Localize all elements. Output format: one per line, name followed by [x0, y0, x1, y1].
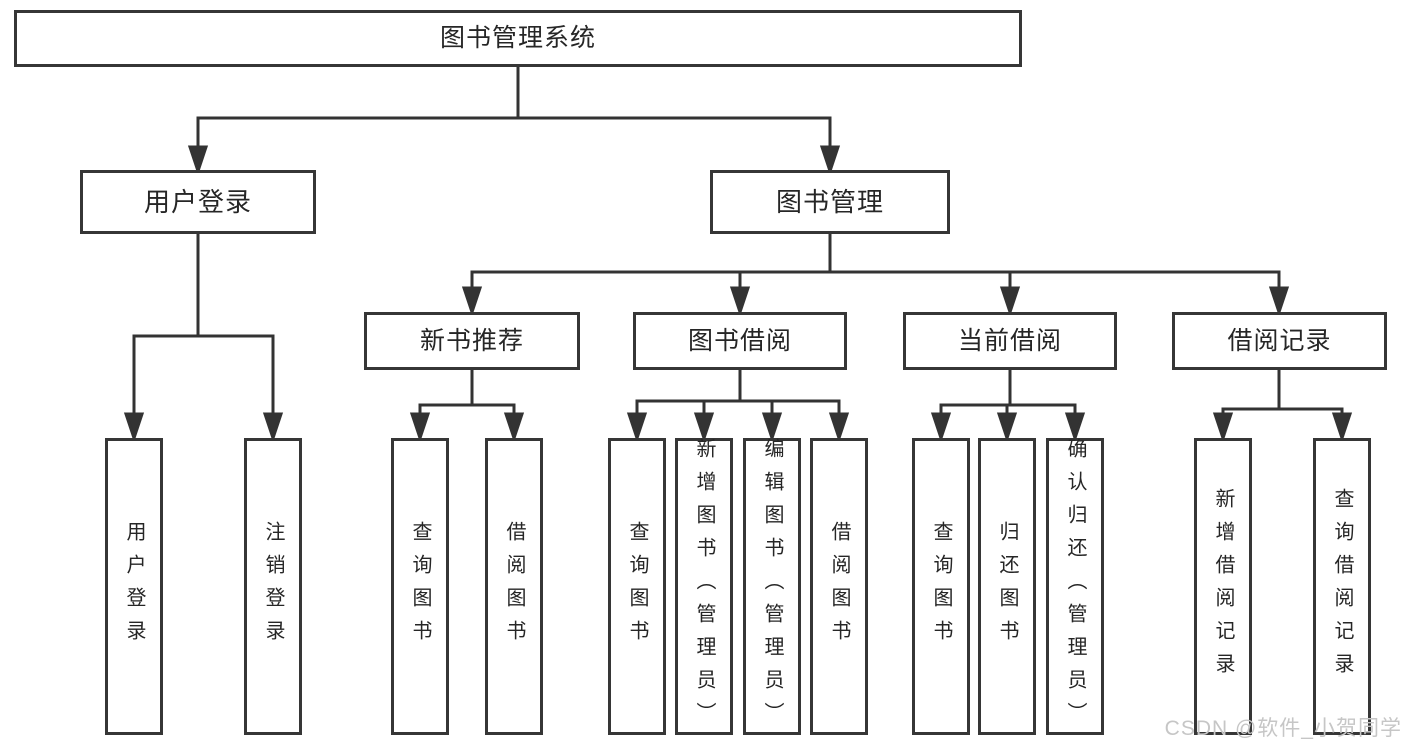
csdn-watermark: CSDN @软件_小贺同学 — [1164, 717, 1402, 740]
leaf-current-query: 查询图书 — [912, 438, 970, 735]
arrowhead-icon — [693, 412, 715, 443]
arrowhead-icon — [626, 412, 648, 443]
leaf-user-login: 用户登录 — [105, 438, 163, 735]
connector-userlogin-to-leaves — [123, 234, 284, 443]
leaf-record-query: 查询借阅记录 — [1313, 438, 1371, 735]
arrowhead-icon — [123, 412, 145, 443]
leaf-borrow-add: 新增图书（管理员） — [675, 438, 733, 735]
connector-newbook-to-leaves — [409, 370, 525, 443]
arrowhead-icon — [1212, 412, 1234, 443]
node-new-book-rec: 新书推荐 — [364, 312, 580, 370]
leaf-borrow-edit: 编辑图书（管理员） — [743, 438, 801, 735]
arrowhead-icon — [262, 412, 284, 443]
leaf-borrow-query: 查询图书 — [608, 438, 666, 735]
arrowhead-icon — [461, 286, 483, 317]
arrowhead-icon — [999, 286, 1021, 317]
arrowhead-icon — [930, 412, 952, 443]
arrowhead-icon — [187, 145, 209, 176]
arrowhead-icon — [729, 286, 751, 317]
connector-root-to-level1 — [187, 67, 841, 176]
arrowhead-icon — [1331, 412, 1353, 443]
node-current-borrow: 当前借阅 — [903, 312, 1117, 370]
leaf-logout: 注销登录 — [244, 438, 302, 735]
leaf-current-confirm: 确认归还（管理员） — [1046, 438, 1104, 735]
arrowhead-icon — [1064, 412, 1086, 443]
leaf-current-return: 归还图书 — [978, 438, 1036, 735]
connector-bookmgmt-to-level2 — [461, 234, 1290, 317]
arrowhead-icon — [828, 412, 850, 443]
node-book-borrow: 图书借阅 — [633, 312, 847, 370]
arrowhead-icon — [1268, 286, 1290, 317]
node-root: 图书管理系统 — [14, 10, 1022, 67]
leaf-newbook-borrow: 借阅图书 — [485, 438, 543, 735]
connector-bookborrow-to-leaves — [626, 370, 850, 443]
leaf-record-add: 新增借阅记录 — [1194, 438, 1252, 735]
leaf-newbook-query: 查询图书 — [391, 438, 449, 735]
arrowhead-icon — [503, 412, 525, 443]
node-user-login: 用户登录 — [80, 170, 316, 234]
arrowhead-icon — [996, 412, 1018, 443]
arrowhead-icon — [819, 145, 841, 176]
node-borrow-record: 借阅记录 — [1172, 312, 1387, 370]
connector-currentborrow-to-leaves — [930, 370, 1086, 443]
connector-borrowrecord-to-leaves — [1212, 370, 1353, 443]
arrowhead-icon — [409, 412, 431, 443]
leaf-borrow-borrow: 借阅图书 — [810, 438, 868, 735]
node-book-mgmt: 图书管理 — [710, 170, 950, 234]
arrowhead-icon — [761, 412, 783, 443]
